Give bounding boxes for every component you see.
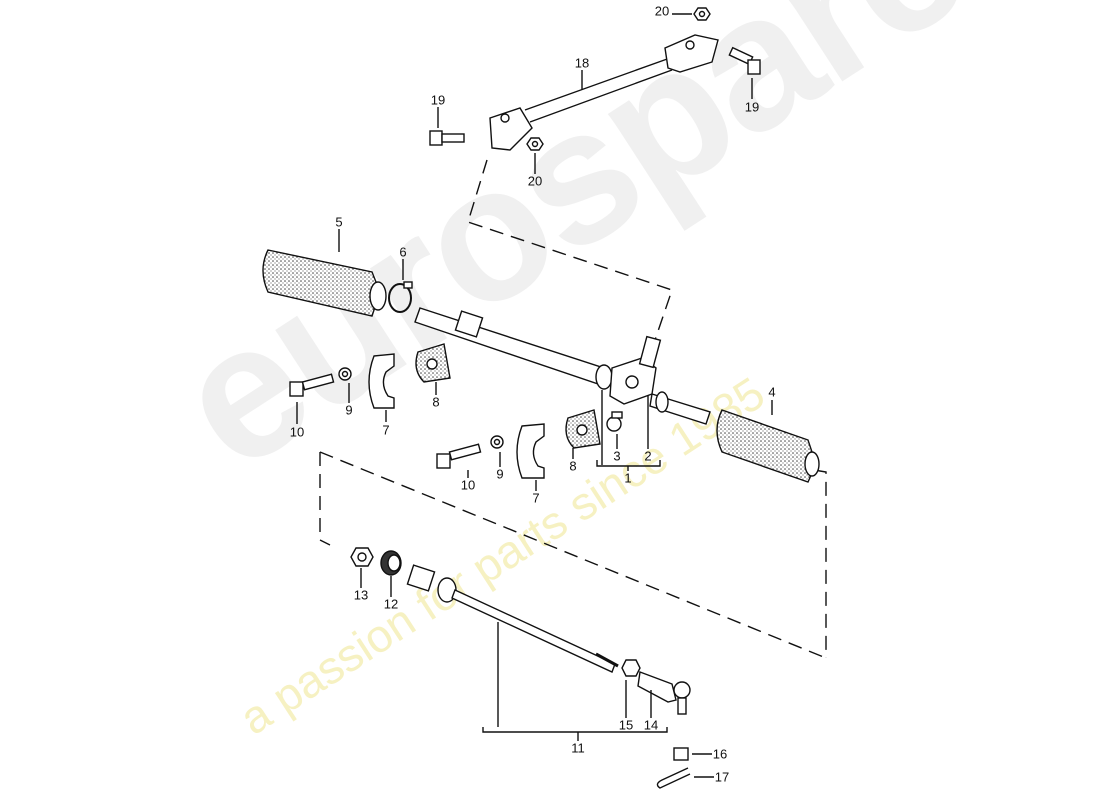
callout-1[interactable]: 1	[624, 470, 632, 486]
callout-5[interactable]: 5	[335, 214, 343, 230]
callout-8-lower[interactable]: 8	[569, 458, 577, 474]
callout-19-right[interactable]: 19	[744, 99, 760, 115]
callout-10-upper[interactable]: 10	[289, 424, 305, 440]
callout-12[interactable]: 12	[383, 596, 399, 612]
callout-19-left[interactable]: 19	[430, 92, 446, 108]
callout-7-lower[interactable]: 7	[532, 490, 540, 506]
nut-icon-15	[621, 659, 641, 677]
rubber-mount-icon-8-lower	[565, 409, 601, 449]
callout-9-lower[interactable]: 9	[496, 466, 504, 482]
bolt-icon-19-left	[429, 130, 465, 146]
rubber-boot-icon-5	[262, 249, 387, 317]
callout-8-upper[interactable]: 8	[432, 394, 440, 410]
bolt-icon-19-right	[728, 46, 761, 75]
callout-4[interactable]: 4	[768, 384, 776, 400]
callout-13[interactable]: 13	[353, 587, 369, 603]
callout-18[interactable]: 18	[574, 55, 590, 71]
callout-20-mid[interactable]: 20	[527, 173, 543, 189]
clamp-bracket-icon-7-upper	[368, 353, 395, 409]
steering-rack-icon-1	[414, 307, 711, 425]
tie-rod-icon-11	[406, 564, 619, 673]
clamp-bracket-icon-7-lower	[516, 423, 545, 479]
hose-clamp-icon-6	[388, 281, 413, 313]
callout-3[interactable]: 3	[613, 448, 621, 464]
bolt-icon-10-lower	[436, 443, 482, 469]
plug-icon-3	[606, 411, 623, 432]
washer-icon-9-upper	[338, 367, 352, 381]
callout-7-upper[interactable]: 7	[382, 422, 390, 438]
callout-15[interactable]: 15	[618, 717, 634, 733]
callout-10-lower[interactable]: 10	[460, 477, 476, 493]
callout-6[interactable]: 6	[399, 244, 407, 260]
callout-11[interactable]: 11	[571, 740, 585, 756]
callout-20-top[interactable]: 20	[654, 3, 670, 19]
callout-2[interactable]: 2	[644, 448, 652, 464]
rubber-boot-icon-4	[716, 409, 820, 483]
nut-icon-13	[350, 547, 374, 567]
intermediate-shaft-icon	[489, 34, 719, 151]
bushing-icon-12	[380, 550, 402, 576]
dashed-leader-top	[467, 159, 673, 341]
nut-icon-20-mid	[526, 137, 544, 151]
callout-17[interactable]: 17	[714, 769, 730, 785]
rubber-mount-icon-8-upper	[415, 343, 451, 383]
dashed-leader-bottom	[319, 452, 331, 546]
bolt-icon-10-upper	[289, 373, 335, 397]
cotter-pin-icon-17	[656, 767, 691, 789]
castle-nut-icon-16	[673, 747, 689, 761]
callout-14[interactable]: 14	[643, 717, 659, 733]
washer-icon-9-lower	[490, 435, 504, 449]
tie-rod-end-icon-14	[637, 671, 691, 715]
callout-16[interactable]: 16	[712, 746, 728, 762]
nut-icon-20-top	[693, 7, 711, 21]
callout-9-upper[interactable]: 9	[345, 402, 353, 418]
